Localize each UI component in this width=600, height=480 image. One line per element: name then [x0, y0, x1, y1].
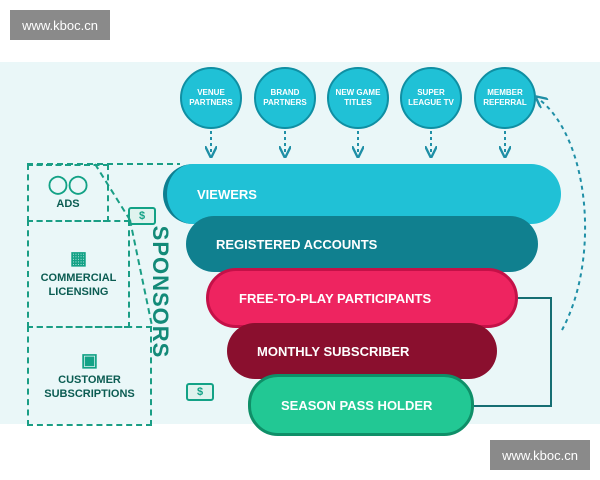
source-label: NEW GAME TITLES: [335, 88, 381, 107]
source-new-game-titles: NEW GAME TITLES: [327, 67, 389, 129]
source-label: MEMBER REFERRAL: [483, 88, 527, 107]
revenue-customer-subscriptions: ▣ CUSTOMER SUBSCRIPTIONS: [27, 326, 152, 426]
revenue-label: ADS: [56, 198, 80, 210]
source-label: VENUE PARTNERS: [189, 88, 233, 107]
funnel-label: FREE-TO-PLAY PARTICIPANTS: [239, 290, 432, 306]
funnel-label: SEASON PASS HOLDER: [281, 397, 433, 413]
source-label: SUPER LEAGUE TV: [408, 88, 454, 107]
revenue-commercial-licensing: ▦ COMMERCIAL LICENSING: [27, 220, 130, 328]
funnel-registered-accounts: REGISTERED ACCOUNTS: [186, 216, 538, 272]
source-super-league-tv: SUPER LEAGUE TV: [400, 67, 462, 129]
source-label: BRAND PARTNERS: [263, 88, 307, 107]
source-brand-partners: BRAND PARTNERS: [254, 67, 316, 129]
source-member-referral: MEMBER REFERRAL: [474, 67, 536, 129]
revenue-label: CUSTOMER SUBSCRIPTIONS: [44, 374, 135, 400]
watermark-top: www.kboc.cn: [10, 10, 110, 40]
coins-icon: ◯◯: [47, 174, 89, 194]
funnel-monthly-subscriber: MONTHLY SUBSCRIBER: [227, 323, 497, 379]
funnel-free-to-play-participants: FREE-TO-PLAY PARTICIPANTS: [206, 268, 518, 328]
funnel-label: REGISTERED ACCOUNTS: [216, 236, 378, 252]
revenue-label: COMMERCIAL LICENSING: [40, 272, 117, 298]
funnel-label: MONTHLY SUBSCRIBER: [257, 343, 410, 359]
revenue-ads: ◯◯ ADS: [27, 164, 109, 222]
credit-card-icon: ▣: [80, 350, 98, 370]
funnel-season-pass-holder: SEASON PASS HOLDER: [248, 374, 474, 436]
funnel-label: VIEWERS: [197, 186, 257, 202]
funnel-viewers: VIEWERS: [163, 164, 561, 224]
money-icon: $: [186, 383, 214, 401]
source-venue-partners: VENUE PARTNERS: [180, 67, 242, 129]
watermark-bottom: www.kboc.cn: [490, 440, 590, 470]
sponsors-label: SPONSORS: [148, 225, 173, 359]
money-icon: $: [128, 207, 156, 225]
storefront-icon: ▦: [69, 248, 87, 268]
